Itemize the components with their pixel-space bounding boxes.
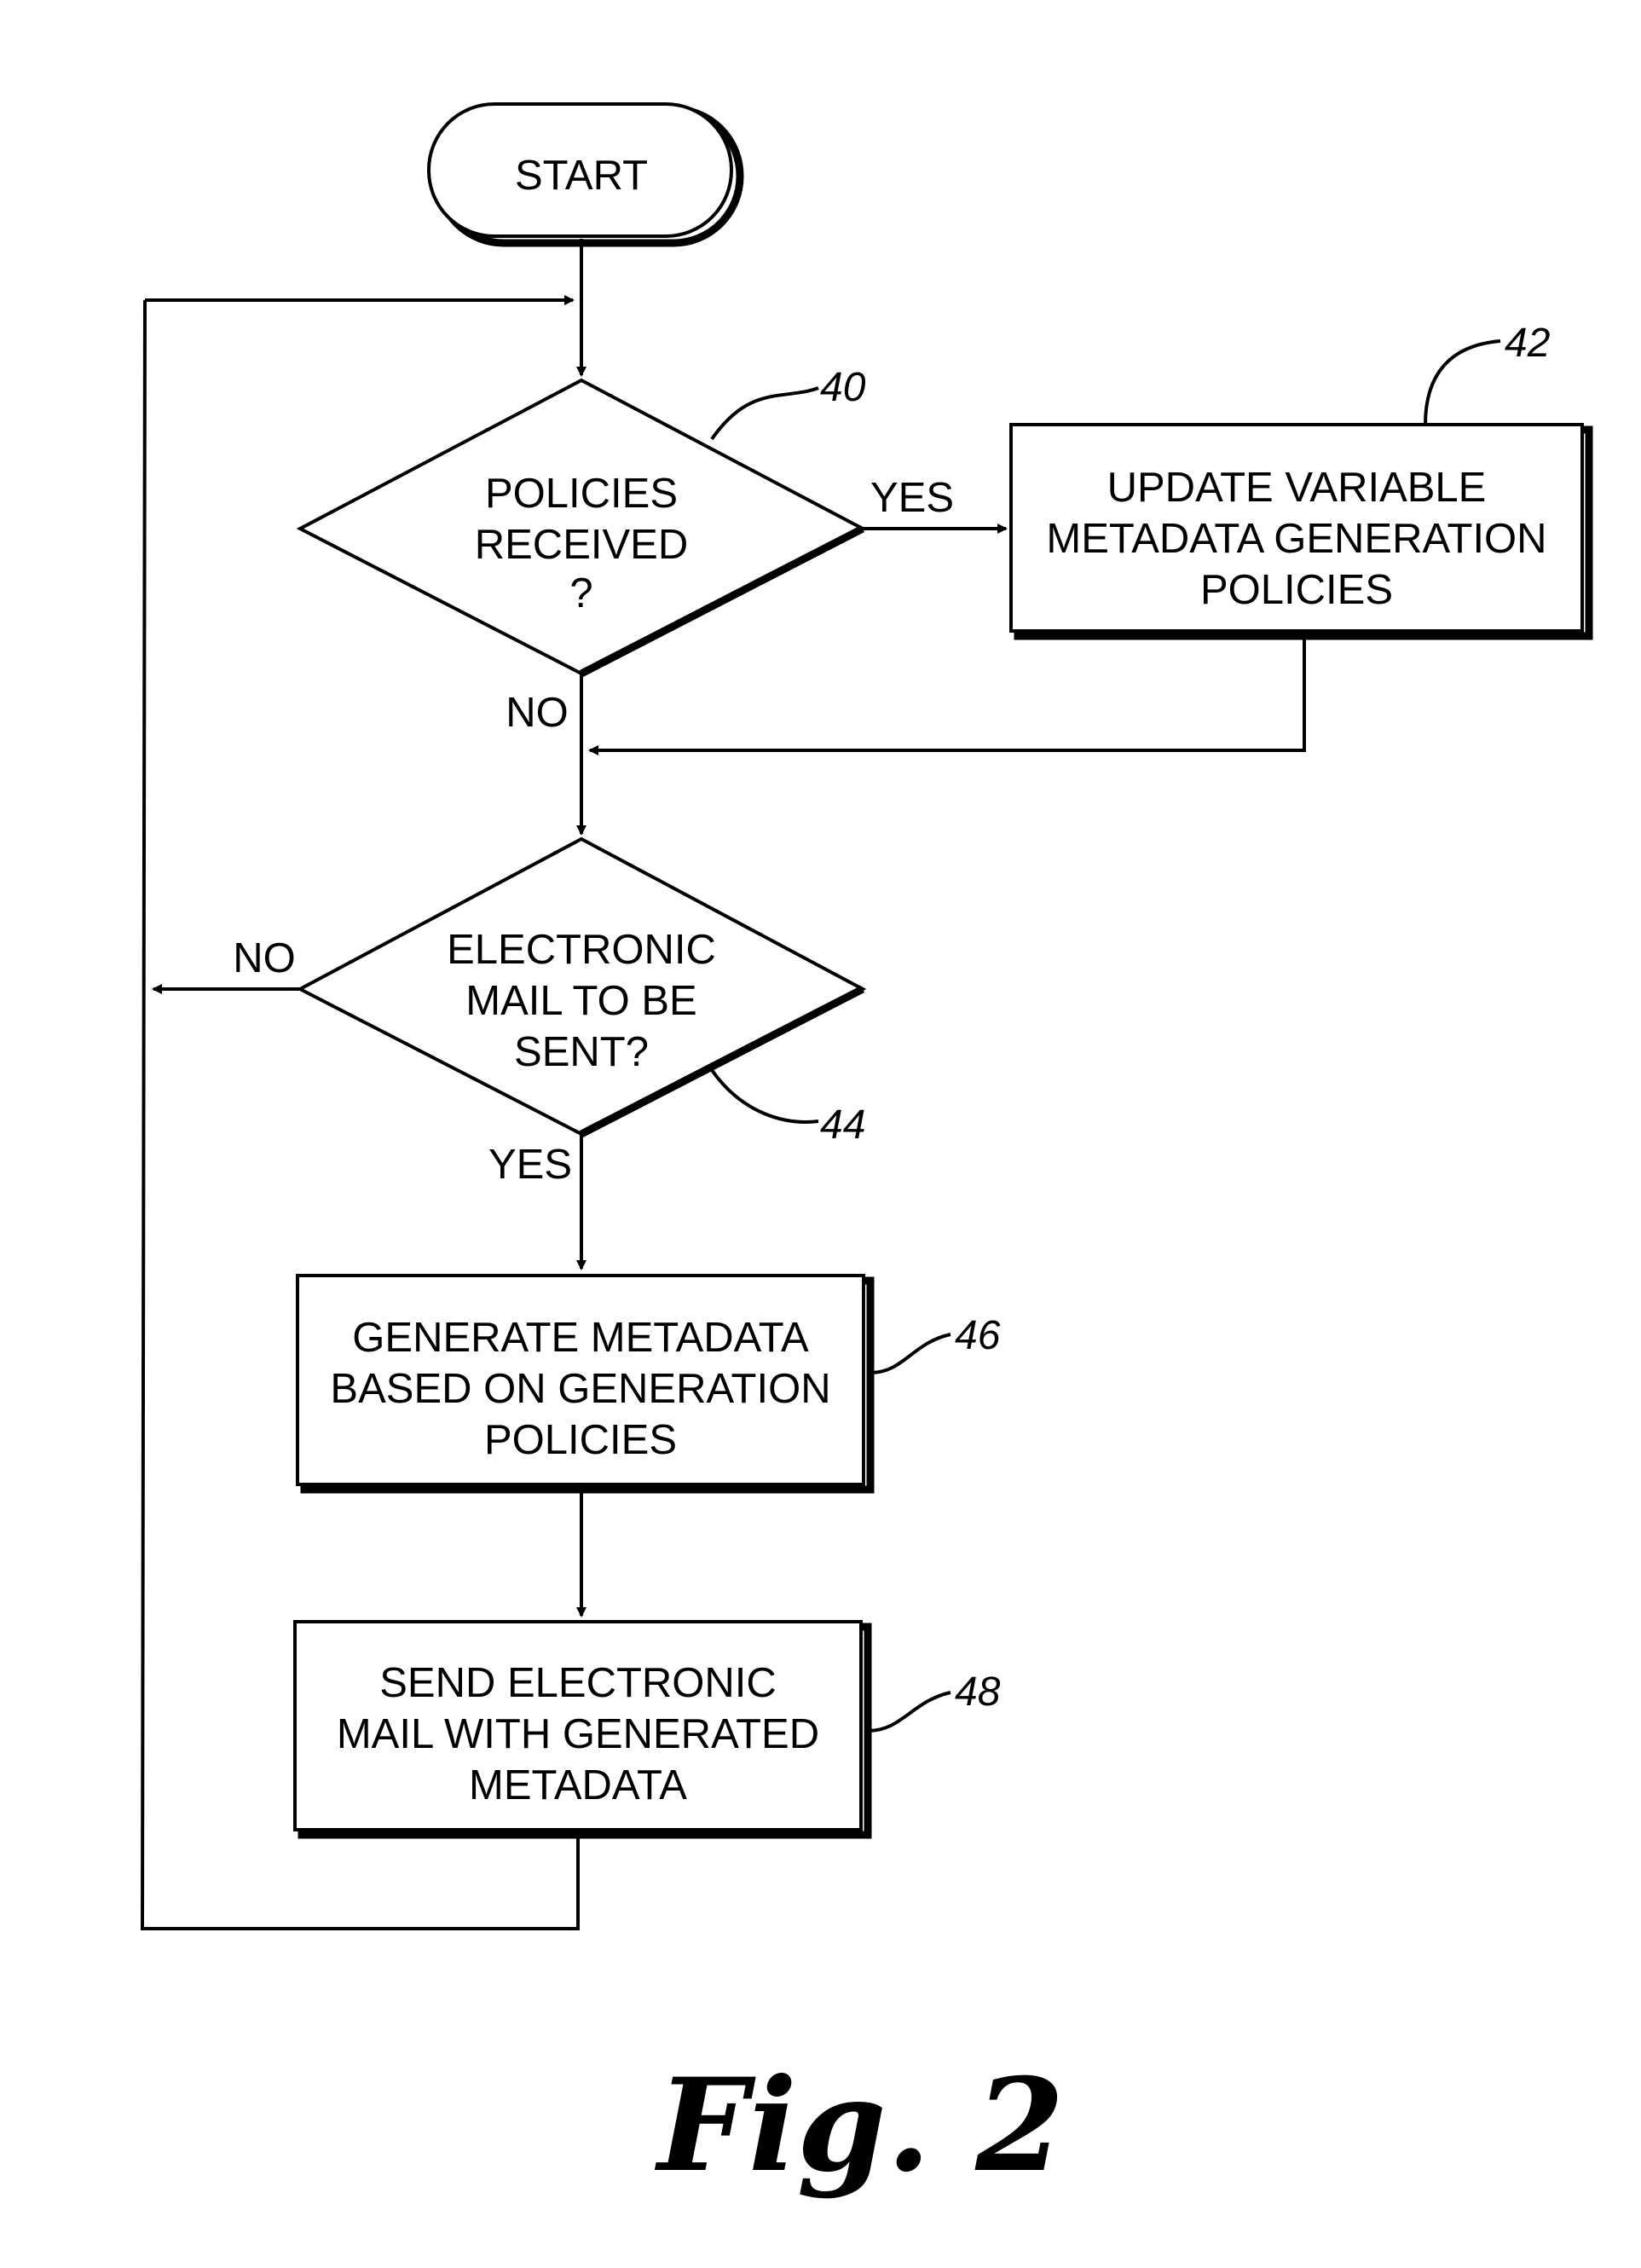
process-48-line-2: MAIL WITH GENERATED: [337, 1711, 819, 1757]
ref-42-label: 42: [1505, 321, 1550, 366]
figure-caption: Fig. 2: [654, 2051, 1064, 2201]
process-46-line-1: GENERATE METADATA: [352, 1315, 809, 1361]
decision-40-line-2: RECEIVED: [475, 522, 689, 568]
process-48-line-3: METADATA: [469, 1762, 687, 1808]
ref-46-label: 46: [955, 1313, 1001, 1358]
decision-44-line-2: MAIL TO BE: [465, 978, 696, 1024]
process-46-line-3: POLICIES: [484, 1417, 677, 1463]
decision-40-line-3: ?: [569, 570, 592, 616]
loop-back-line: [140, 299, 580, 1930]
ref-40-label: 40: [820, 365, 866, 410]
decision-44-yes-label: YES: [488, 1142, 572, 1188]
decision-policies-received: POLICIES RECEIVED ?: [296, 378, 867, 678]
ref-44-leader: [710, 1068, 819, 1124]
process-send-mail: SEND ELECTRONIC MAIL WITH GENERATED META…: [293, 1620, 872, 1839]
start-label: START: [515, 153, 648, 199]
start-terminator: START: [427, 102, 744, 247]
decision-40-line-1: POLICIES: [485, 471, 678, 517]
decision-44-no-label: NO: [233, 935, 296, 981]
ref-48-leader: [867, 1691, 951, 1733]
decision-mail-to-be-sent: ELECTRONIC MAIL TO BE SENT?: [296, 836, 867, 1138]
ref-42-leader: [1424, 339, 1501, 425]
ref-46-leader: [870, 1333, 951, 1374]
ref-48-label: 48: [955, 1669, 1001, 1715]
process-generate-metadata: GENERATE METADATA BASED ON GENERATION PO…: [296, 1274, 875, 1494]
decision-40-yes-label: YES: [870, 475, 954, 521]
decision-40-no-label: NO: [506, 690, 569, 736]
process-42-line-3: POLICIES: [1200, 567, 1393, 613]
process-42-line-2: METADATA GENERATION: [1046, 516, 1546, 562]
ref-40-leader: [710, 386, 819, 441]
process-48-line-1: SEND ELECTRONIC: [379, 1660, 777, 1706]
decision-44-line-1: ELECTRONIC: [447, 927, 716, 973]
ref-44-label: 44: [820, 1102, 865, 1148]
decision-44-line-3: SENT?: [514, 1029, 649, 1075]
process-42-line-1: UPDATE VARIABLE: [1107, 465, 1487, 511]
process-46-line-2: BASED ON GENERATION: [330, 1366, 830, 1412]
connector-process-42-return: [588, 636, 1306, 755]
process-update-policies: UPDATE VARIABLE METADATA GENERATION POLI…: [1009, 423, 1593, 640]
